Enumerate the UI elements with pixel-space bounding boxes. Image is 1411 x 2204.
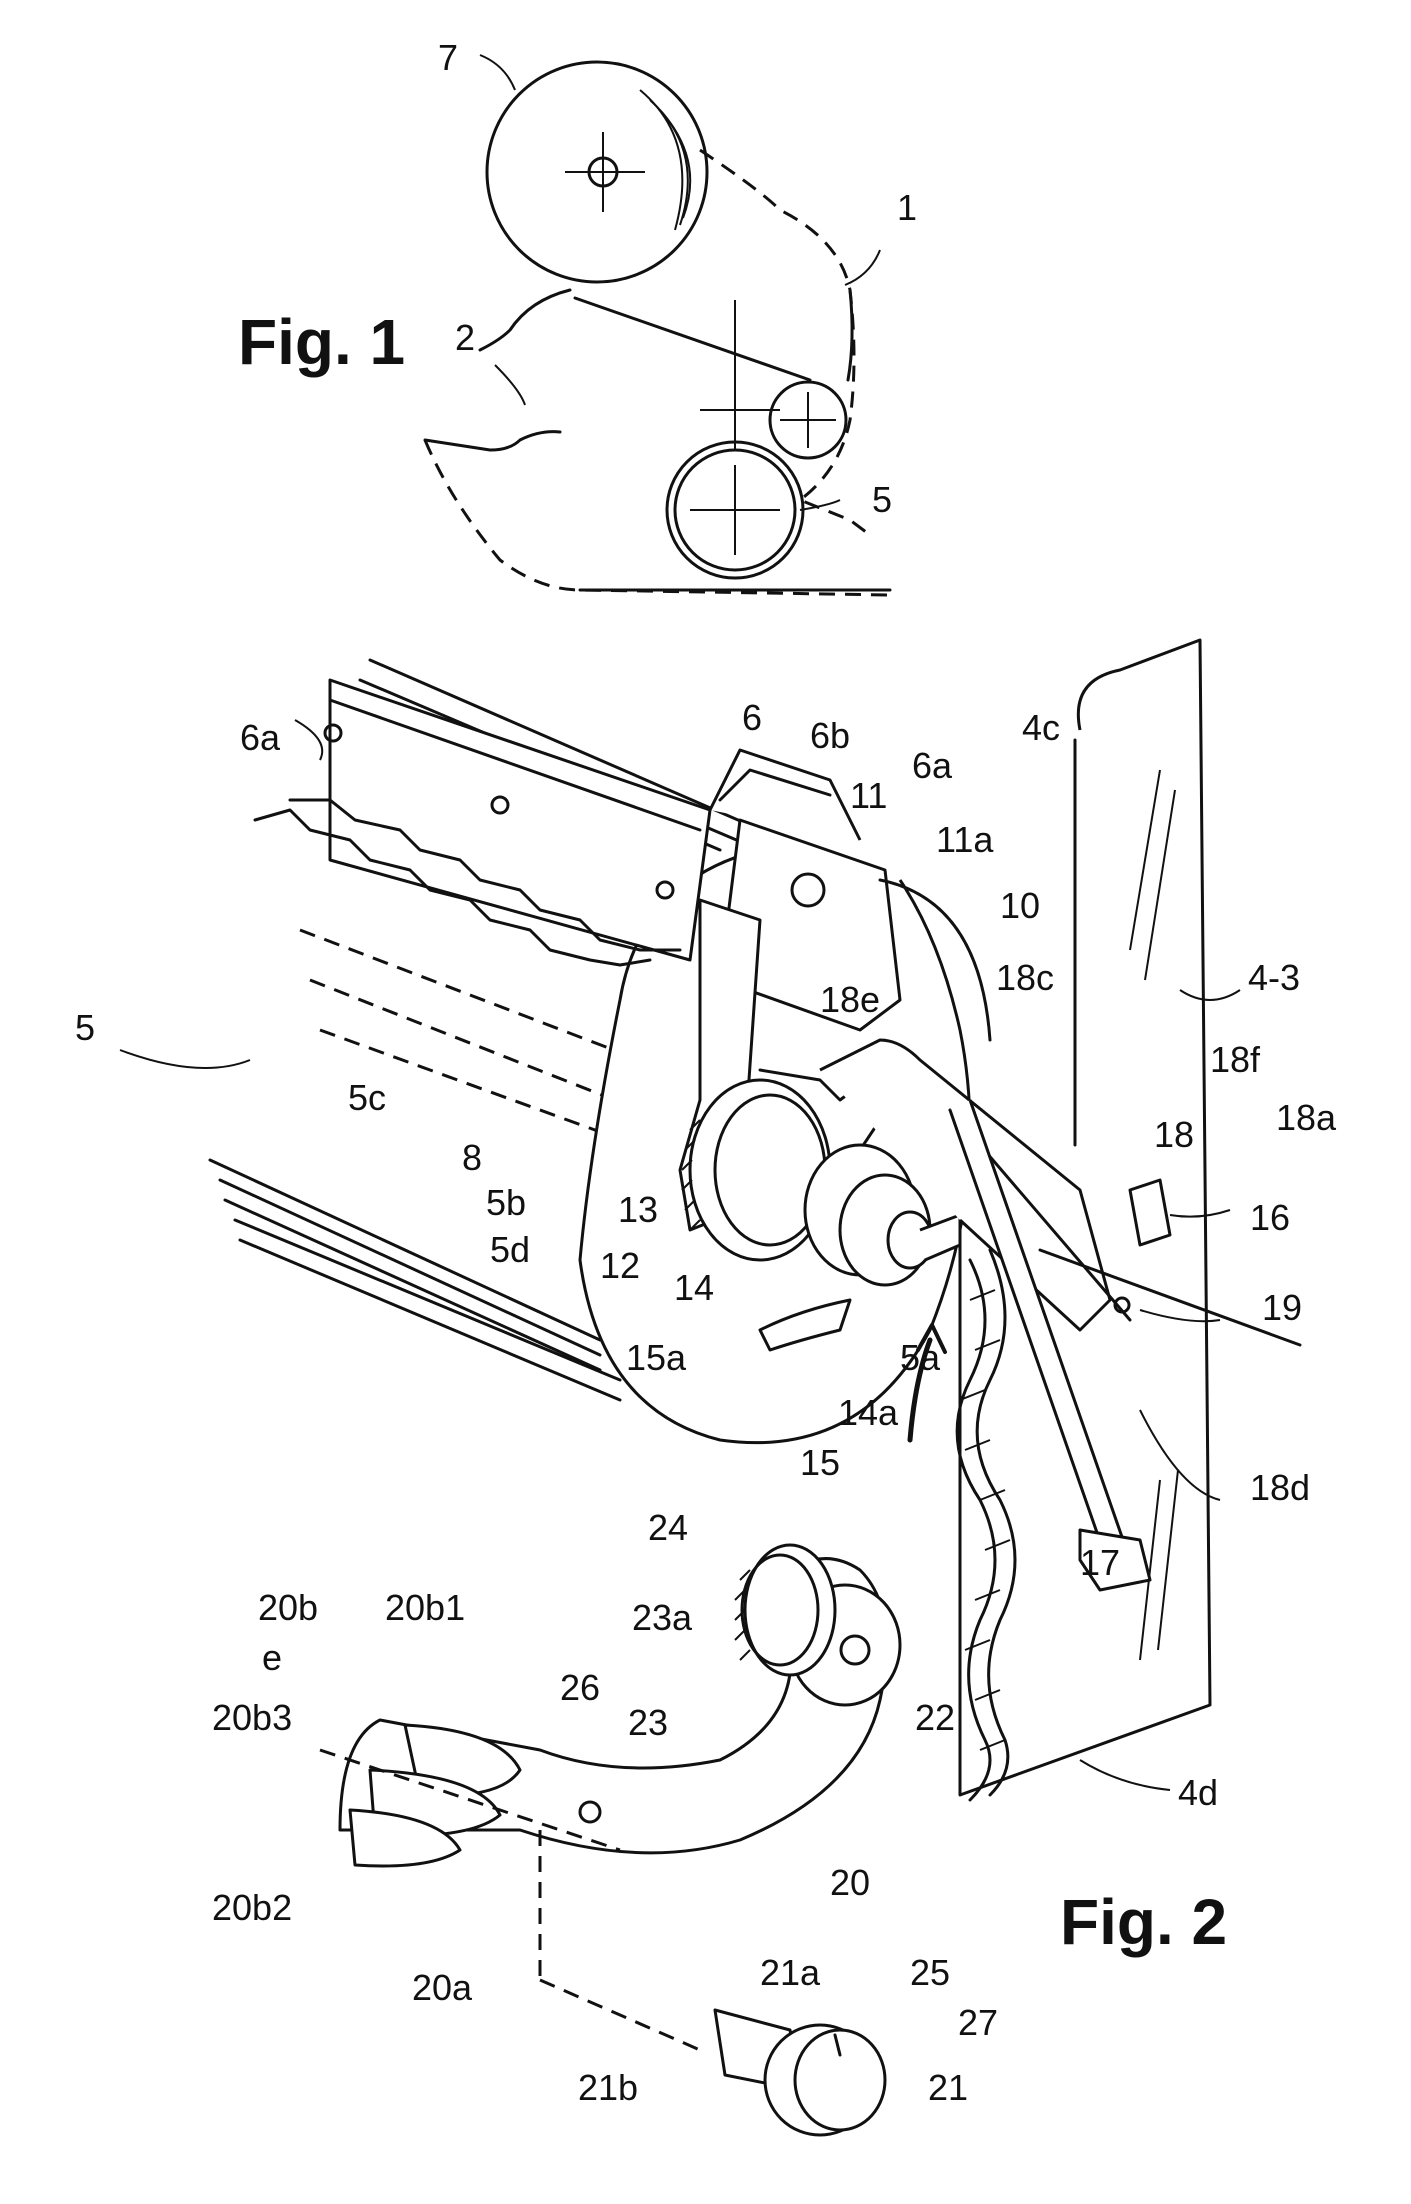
label-20: 20 — [830, 1865, 870, 1901]
label-6a-right: 6a — [912, 748, 952, 784]
label-20b: 20b — [258, 1590, 318, 1626]
label-14: 14 — [674, 1270, 714, 1306]
label-7: 7 — [438, 40, 458, 76]
figure-2-title: Fig. 2 — [1060, 1890, 1227, 1954]
label-8: 8 — [462, 1140, 482, 1176]
label-20b3: 20b3 — [212, 1700, 292, 1736]
label-4d: 4d — [1178, 1775, 1218, 1811]
label-21a: 21a — [760, 1955, 820, 1991]
label-5d: 5d — [490, 1232, 530, 1268]
label-18e: 18e — [820, 982, 880, 1018]
label-e: e — [262, 1640, 282, 1676]
label-16: 16 — [1250, 1200, 1290, 1236]
label-15a: 15a — [626, 1340, 686, 1376]
label-18a: 18a — [1276, 1100, 1336, 1136]
label-18: 18 — [1154, 1117, 1194, 1153]
label-5a: 5a — [900, 1340, 940, 1376]
label-14a: 14a — [838, 1395, 898, 1431]
label-17: 17 — [1080, 1545, 1120, 1581]
label-26: 26 — [560, 1670, 600, 1706]
label-27: 27 — [958, 2005, 998, 2041]
label-21: 21 — [928, 2070, 968, 2106]
label-24: 24 — [648, 1510, 688, 1546]
cylinder-5-bottom-edge — [210, 1160, 600, 1340]
label-21b: 21b — [578, 2070, 638, 2106]
label-6a-left: 6a — [240, 720, 280, 756]
label-20b1: 20b1 — [385, 1590, 465, 1626]
label-11a: 11a — [936, 822, 993, 858]
label-18d: 18d — [1250, 1470, 1310, 1506]
label-5-fig2: 5 — [75, 1010, 95, 1046]
label-5: 5 — [872, 482, 892, 518]
label-20a: 20a — [412, 1970, 472, 2006]
label-22: 22 — [915, 1700, 955, 1736]
label-13: 13 — [618, 1192, 658, 1228]
label-1: 1 — [897, 190, 917, 226]
label-18c: 18c — [996, 960, 1054, 996]
label-11: 11 — [850, 778, 887, 814]
label-12: 12 — [600, 1248, 640, 1284]
label-20b2: 20b2 — [212, 1890, 292, 1926]
label-19: 19 — [1262, 1290, 1302, 1326]
label-23a: 23a — [632, 1600, 692, 1636]
label-10: 10 — [1000, 888, 1040, 924]
label-5b: 5b — [486, 1185, 526, 1221]
label-4-3: 4-3 — [1248, 960, 1300, 996]
label-5c: 5c — [348, 1080, 386, 1116]
label-6b: 6b — [810, 718, 850, 754]
blade-holder-6 — [330, 680, 710, 960]
label-6: 6 — [742, 700, 762, 736]
label-18f: 18f — [1210, 1042, 1260, 1078]
label-15: 15 — [800, 1445, 840, 1481]
label-2: 2 — [455, 320, 475, 356]
label-4c: 4c — [1022, 710, 1060, 746]
figure-1-title: Fig. 1 — [238, 310, 405, 374]
label-25: 25 — [910, 1955, 950, 1991]
label-23: 23 — [628, 1705, 668, 1741]
